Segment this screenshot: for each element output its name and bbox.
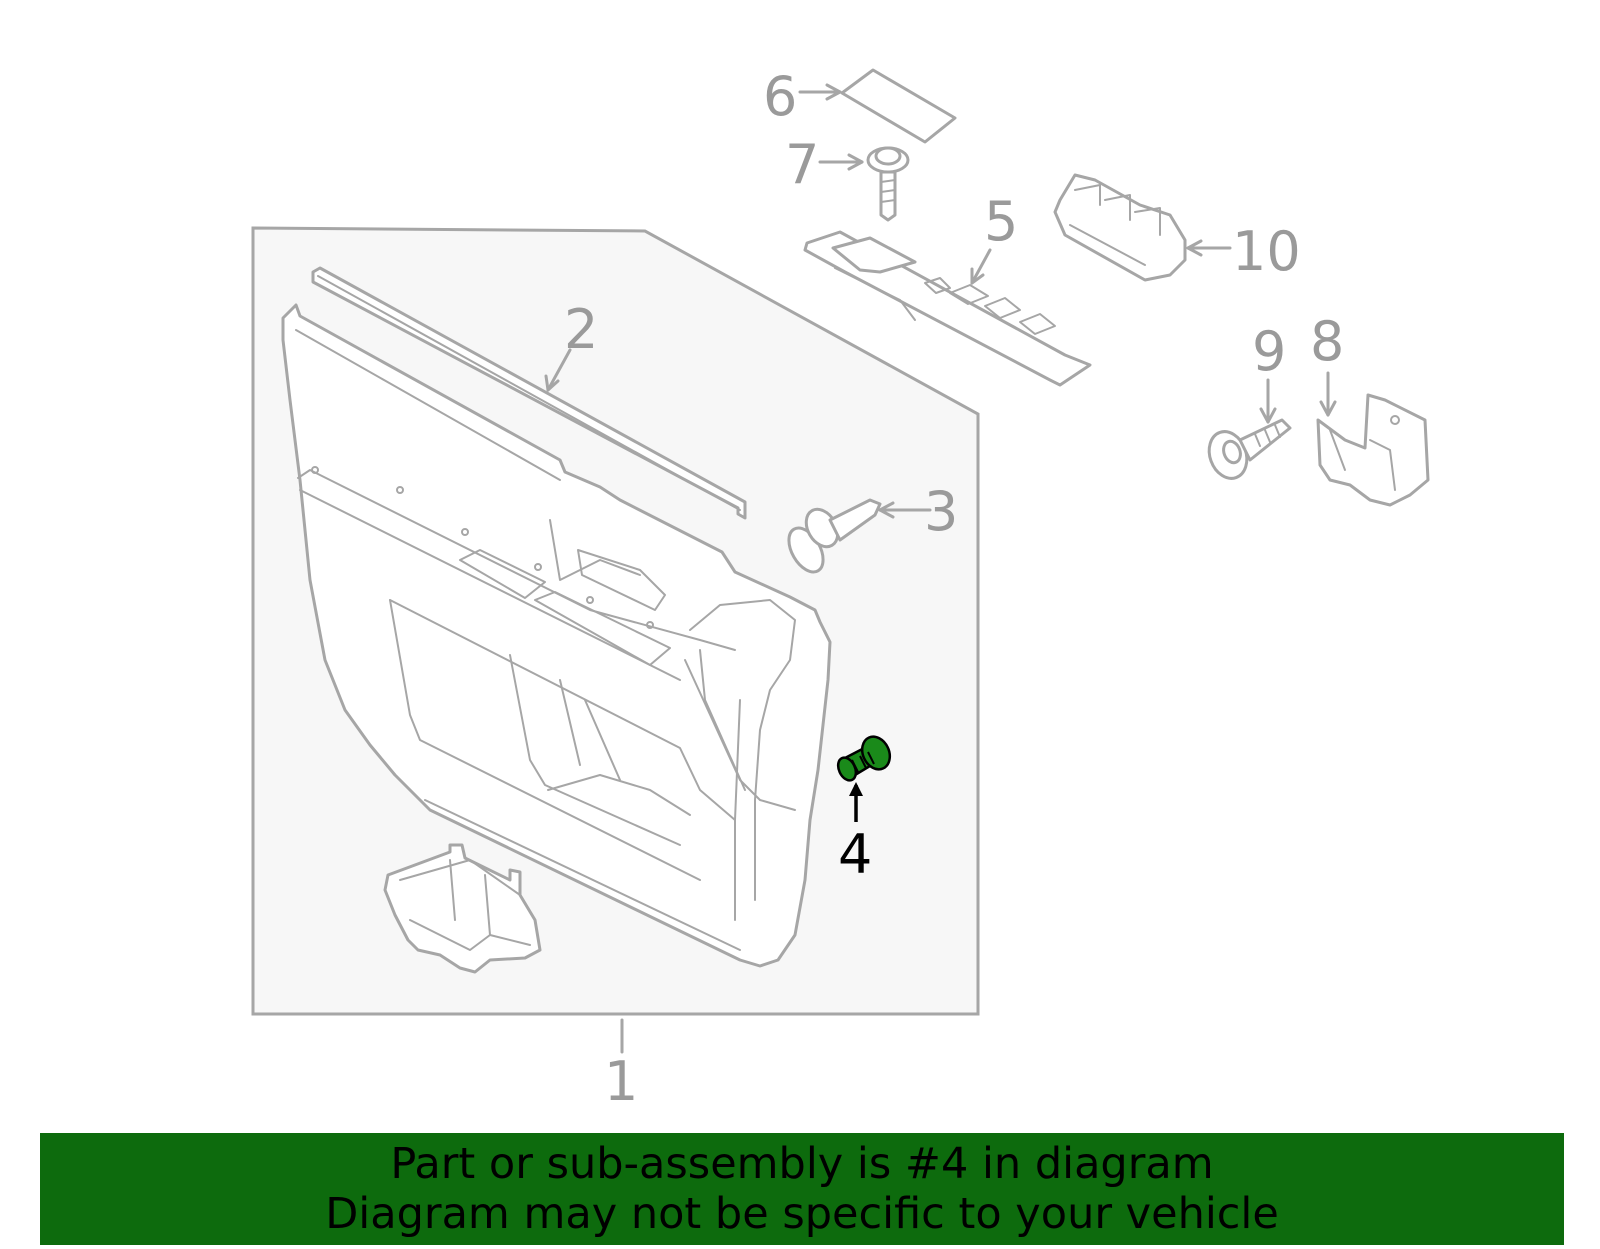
callout-9: 9 — [1252, 320, 1286, 383]
callout-2: 2 — [564, 298, 598, 361]
callout-4: 4 — [838, 823, 872, 886]
banner-line-part: Part or sub-assembly is #4 in diagram — [390, 1139, 1214, 1189]
highlighted-screw — [836, 735, 892, 782]
leader-lines — [544, 83, 1337, 1054]
retainer-clip — [787, 498, 882, 574]
label-pad — [840, 68, 957, 144]
callout-5: 5 — [984, 190, 1018, 253]
lower-bracket — [383, 843, 542, 974]
door-trim-panel — [281, 303, 832, 968]
callout-8: 8 — [1310, 310, 1344, 373]
mounting-bracket — [1316, 393, 1430, 507]
trim-bolt — [1207, 418, 1292, 480]
callout-3: 3 — [924, 480, 958, 543]
belt-molding — [311, 266, 747, 520]
switch-bezel — [803, 230, 1092, 387]
mounting-bolt — [866, 146, 910, 222]
window-switch — [1053, 173, 1187, 282]
callout-6: 6 — [763, 65, 797, 128]
info-banner: Part or sub-assembly is #4 in diagram Di… — [40, 1133, 1564, 1245]
callout-7: 7 — [785, 133, 819, 196]
banner-line-disclaimer: Diagram may not be specific to your vehi… — [325, 1189, 1279, 1239]
callout-1: 1 — [604, 1050, 638, 1113]
callout-10: 10 — [1232, 220, 1301, 283]
